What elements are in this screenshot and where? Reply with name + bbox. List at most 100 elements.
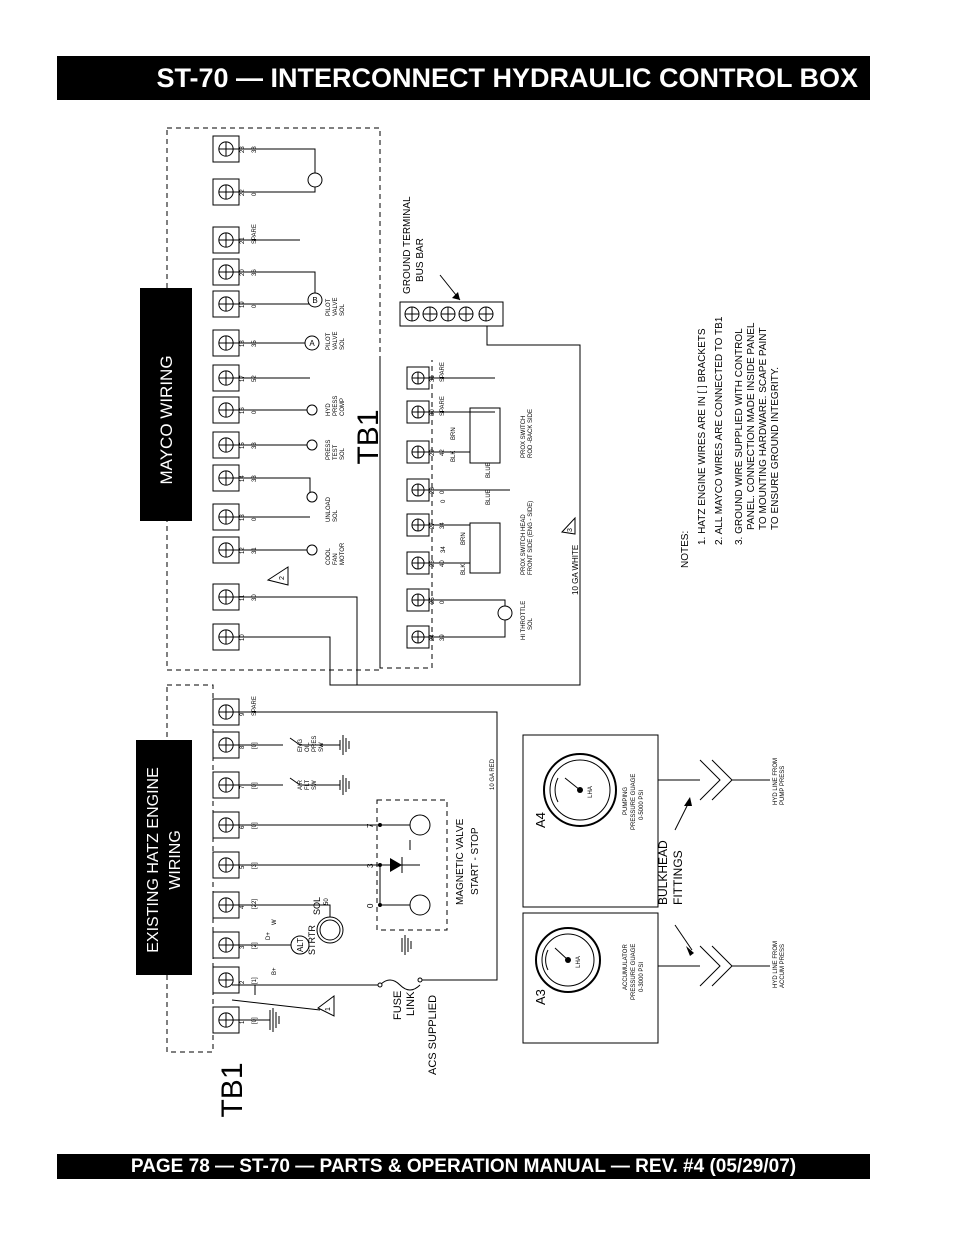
hatz-wire-number: SPARE — [252, 696, 258, 716]
svg-text:PUMPING: PUMPING — [623, 787, 629, 815]
svg-text:COOL: COOL — [326, 547, 332, 565]
svg-text:0-3000 PSI: 0-3000 PSI — [639, 962, 645, 992]
svg-text:0: 0 — [441, 499, 447, 503]
svg-text:BLK: BLK — [451, 451, 457, 462]
mayco-wire-number: 0 — [252, 192, 258, 196]
svg-text:TEST: TEST — [333, 444, 339, 460]
hatz-terminal-number: 1 — [240, 1020, 246, 1024]
hatz-terminal-number: 5 — [240, 865, 246, 869]
mayco-devices: B A 2 PILOT VALVE SOL PILOT VALVE SOL HY… — [266, 172, 346, 586]
bus-screw-icon — [422, 306, 438, 322]
svg-text:A3: A3 — [533, 989, 548, 1005]
svg-text:3: 3 — [567, 528, 574, 532]
hatz-terminal-1: 2 [1] — [212, 966, 258, 994]
lower-wire-number: SPARE — [440, 396, 446, 416]
svg-text:MAYCO WIRING: MAYCO WIRING — [157, 355, 176, 484]
svg-text:PRESSURE GUAGE: PRESSURE GUAGE — [631, 774, 637, 830]
hatz-terminal-number: 6 — [240, 825, 246, 829]
svg-text:0-5000 PSI: 0-5000 PSI — [639, 790, 645, 820]
svg-text:HYD: HYD — [326, 403, 332, 416]
wire-10ga-white: 10 GA WHITE — [571, 545, 580, 595]
svg-text:B+: B+ — [272, 967, 278, 975]
svg-text:D+: D+ — [266, 932, 272, 940]
svg-text:WIRING: WIRING — [167, 830, 184, 890]
svg-text:ROD -BACK SIDE: ROD -BACK SIDE — [528, 409, 534, 458]
svg-text:LINK: LINK — [405, 991, 417, 1016]
svg-text:SOL: SOL — [340, 303, 346, 316]
svg-text:BLUE: BLUE — [486, 462, 492, 478]
dashed-enclosures — [166, 127, 433, 1053]
mayco-wire-number: 0 — [252, 410, 258, 414]
note-1-marker — [317, 995, 335, 1017]
notes-block: NOTES: 1. HATZ ENGINE WIRES ARE IN [ ] B… — [680, 316, 781, 568]
bulkhead-label: BULKHEAD — [656, 840, 670, 905]
svg-text:FITTINGS: FITTINGS — [671, 850, 685, 905]
lower-wire-number: 0 — [440, 490, 446, 494]
svg-text:BUS BAR: BUS BAR — [415, 238, 426, 282]
svg-text:ALT: ALT — [296, 938, 305, 952]
hatz-terminal-number: 7 — [240, 785, 246, 789]
svg-text:SOL: SOL — [312, 897, 322, 915]
svg-text:COMP: COMP — [340, 398, 346, 416]
bus-screw-icon — [458, 306, 474, 322]
hatz-wire-number: [1] — [252, 977, 258, 984]
pilot-valve-b-icon — [307, 292, 323, 308]
svg-text:3: 3 — [366, 863, 375, 868]
svg-text:BLK: BLK — [461, 564, 467, 575]
svg-text:SOL: SOL — [528, 617, 534, 630]
svg-text:SOL: SOL — [340, 337, 346, 350]
svg-text:SW: SW — [312, 780, 318, 790]
gauge-a4: LHA A4 PUMPING PRESSURE GUAGE 0-5000 PSI — [522, 734, 659, 908]
svg-text:7: 7 — [366, 823, 375, 828]
svg-text:3. GROUND WIRE SUPPLIED WITH: 3. GROUND WIRE SUPPLIED WITH CONTROL — [734, 328, 745, 545]
magnetic-valve-box — [376, 799, 448, 931]
svg-text:PROX SWITCH: PROX SWITCH — [521, 416, 527, 458]
svg-text:1. HATZ ENGINE WIRES ARE IN [: 1. HATZ ENGINE WIRES ARE IN [ ] BRACKETS — [697, 328, 708, 545]
svg-text:LHA: LHA — [576, 956, 582, 968]
svg-text:W: W — [272, 919, 278, 925]
svg-text:SW: SW — [319, 742, 325, 752]
page-footer: PAGE 78 — ST-70 — PARTS & OPERATION MANU… — [57, 1154, 870, 1179]
hatz-terminal-number: 3 — [240, 945, 246, 949]
svg-text:SOL: SOL — [340, 447, 346, 460]
svg-text:GROUND TERMINAL: GROUND TERMINAL — [402, 196, 413, 294]
hyd-line-accum: HYD LINE FROM — [773, 941, 779, 988]
svg-text:34: 34 — [441, 546, 447, 553]
hatz-terminal-number: 2 — [240, 980, 246, 984]
svg-text:ACCUM PRESS: ACCUM PRESS — [780, 944, 786, 988]
svg-text:HI THROTTLE: HI THROTTLE — [521, 601, 527, 640]
mayco-wire-number: 0 — [252, 517, 258, 521]
alternator-icon — [290, 935, 310, 955]
svg-text:FRONT SIDE (ENG - SIDE): FRONT SIDE (ENG - SIDE) — [528, 501, 534, 575]
svg-text:PILOT: PILOT — [326, 332, 332, 350]
svg-text:ENG: ENG — [298, 739, 304, 752]
svg-text:AIR: AIR — [298, 779, 304, 790]
svg-text:2: 2 — [279, 576, 286, 580]
svg-text:PRESSURE GUAGE: PRESSURE GUAGE — [631, 944, 637, 1000]
svg-text:MOTOR: MOTOR — [340, 542, 346, 565]
lower-wiring — [424, 318, 581, 638]
pilot-valve-a-icon — [304, 335, 320, 351]
hyd-line-pump: HYD LINE FROM — [773, 758, 779, 805]
gauge-a3: LHA A3 ACCUMULATOR PRESSURE GUAGE 0-3000… — [522, 912, 659, 1044]
svg-text:A: A — [309, 339, 315, 348]
svg-text:FAN: FAN — [333, 553, 339, 565]
svg-text:50: 50 — [324, 898, 330, 905]
lower-wire-number: SPARE — [440, 362, 446, 382]
mayco-terminal-number: 11 — [240, 594, 246, 601]
svg-text:10 GA RED: 10 GA RED — [490, 758, 496, 790]
bus-screw-icon — [404, 306, 420, 322]
page-title: ST-70 — INTERCONNECT HYDRAULIC CONTROL B… — [57, 56, 870, 100]
svg-text:1: 1 — [325, 1007, 332, 1011]
svg-text:TO MOUNTING HARDWARE. SCAPE P: TO MOUNTING HARDWARE. SCAPE PAINT — [758, 327, 769, 530]
svg-text:2. ALL MAYCO WIRES ARE CONNEC: 2. ALL MAYCO WIRES ARE CONNECTED TO TB1 — [714, 316, 725, 545]
